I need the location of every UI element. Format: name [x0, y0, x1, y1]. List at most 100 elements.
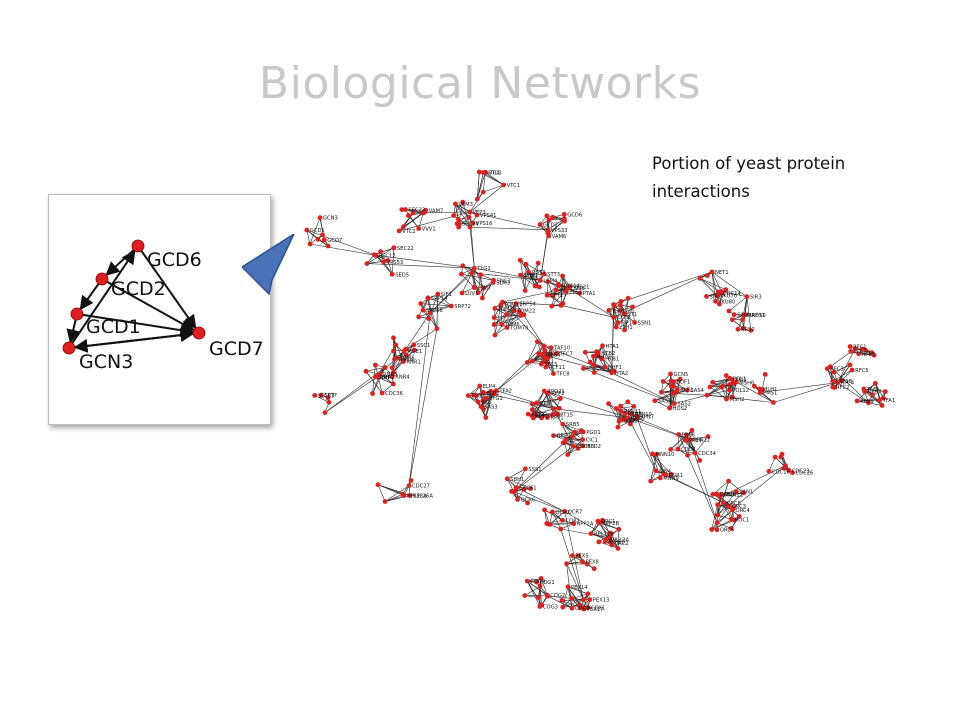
- network-label-tom6: TOM6: [504, 322, 520, 328]
- network-edge-998: [566, 561, 583, 565]
- network-node-0: [501, 182, 507, 188]
- network-label-srp72: SRP72: [454, 304, 471, 310]
- network-node-96: [622, 327, 627, 333]
- network-edge-868: [552, 511, 562, 530]
- network-label-srp54: SRP54: [519, 302, 536, 308]
- network-node-262: [871, 352, 877, 358]
- network-label-rad50: RAD50: [748, 313, 766, 319]
- network-node-364: [715, 512, 721, 518]
- inset-node-gcn3: [62, 341, 76, 355]
- network-node-8: [406, 213, 411, 218]
- network-edge-56: [455, 203, 459, 220]
- network-node-270: [861, 386, 867, 392]
- network-label-rfc1: RFC1: [853, 345, 867, 351]
- network-edge-962: [524, 585, 541, 596]
- network-node-67: [517, 257, 523, 263]
- network-node-370: [766, 468, 772, 474]
- network-node-155: [389, 365, 395, 371]
- network-edge-318: [501, 315, 522, 325]
- network-node-87: [544, 292, 550, 298]
- network-node-202: [600, 343, 605, 349]
- network-edge-54: [455, 203, 470, 218]
- network-label-tom22: TOM22: [516, 309, 535, 315]
- network-node-272: [881, 395, 886, 401]
- network-edge-10: [477, 171, 480, 200]
- network-label-spt7: SPT7: [324, 393, 337, 399]
- network-node-9: [403, 207, 408, 212]
- network-node-308: [531, 415, 536, 421]
- network-node-336: [684, 437, 690, 443]
- network-edge-522: [709, 378, 731, 388]
- network-node-301: [551, 412, 557, 417]
- network-edge-1024: [711, 271, 748, 297]
- network-label-pep3: PEP3: [473, 210, 486, 216]
- network-edge-675: [532, 409, 548, 418]
- network-node-73: [541, 271, 547, 277]
- network-node-132: [426, 316, 432, 321]
- network-node-391: [513, 485, 519, 491]
- network-edge-1059: [637, 417, 691, 440]
- network-edge-68: [549, 218, 565, 221]
- network-edge-467: [673, 381, 688, 391]
- network-label-cdc4: CDC4: [681, 447, 696, 453]
- network-label-mnn9: MNN9: [663, 476, 679, 482]
- network-label-mge1: MGE1: [407, 349, 422, 355]
- network-edge-1021: [560, 305, 614, 318]
- network-edge-843: [384, 493, 403, 502]
- network-label-vps53: VPS53: [387, 260, 404, 266]
- network-label-msh2: MSH2: [730, 397, 745, 403]
- network-label-tfc8: TFC8: [556, 372, 570, 378]
- network-label-orc6: ORC6: [720, 528, 734, 534]
- network-edge-1061: [544, 390, 574, 447]
- network-label-van1: VAN1: [739, 490, 753, 496]
- network-node-299: [534, 400, 540, 406]
- network-node-319: [619, 416, 625, 422]
- network-node-92: [606, 308, 612, 313]
- network-node-396: [550, 509, 555, 515]
- network-edge-289: [423, 305, 452, 311]
- network-label-vps33: VPS33: [551, 228, 568, 234]
- network-edge-892: [602, 520, 610, 534]
- network-edge-383: [365, 371, 383, 394]
- network-edge-79: [547, 220, 565, 234]
- network-edge-474: [654, 400, 670, 409]
- network-node-280: [465, 393, 471, 398]
- network-label-rpp2a: RPP2A: [577, 522, 594, 528]
- network-label-pex17: PEX17: [587, 607, 604, 613]
- network-node-33: [561, 211, 567, 217]
- network-label-rpn10: RPN10: [635, 412, 652, 418]
- network-label-sir2: SIR2: [710, 294, 722, 300]
- inset-node-gcd1: [70, 307, 84, 321]
- network-edge-695: [608, 403, 620, 422]
- network-label-vtc2: VTC2: [402, 229, 415, 235]
- network-edge-550: [830, 366, 834, 388]
- network-label-med2: MED2: [586, 444, 601, 450]
- network-node-268: [854, 398, 860, 404]
- network-edge-26: [408, 212, 424, 216]
- network-node-160: [391, 335, 396, 341]
- network-edge-663: [532, 409, 553, 415]
- network-node-252: [831, 369, 837, 375]
- network-label-elp4: ELP4: [483, 384, 496, 390]
- network-edge-457: [602, 345, 606, 368]
- network-node-395: [558, 526, 564, 532]
- network-node-174: [322, 410, 328, 415]
- inset-label-gcd2: GCD2: [111, 278, 166, 300]
- network-edge-646: [483, 393, 495, 410]
- network-label-srp14: SRP14: [431, 296, 448, 302]
- network-label-pcf11: PCF11: [549, 365, 565, 371]
- network-node-124: [729, 317, 735, 323]
- network-node-195: [530, 358, 535, 364]
- network-node-387: [523, 466, 528, 472]
- network-node-237: [724, 396, 729, 402]
- network-node-43: [315, 236, 321, 242]
- network-node-255: [847, 362, 853, 368]
- network-edge-439: [602, 345, 615, 372]
- network-edge-988: [562, 586, 569, 608]
- network-node-147: [492, 306, 498, 311]
- network-node-293: [530, 401, 535, 407]
- network-label-hoc1: HOC1: [734, 517, 749, 523]
- network-edge-1079: [547, 595, 573, 609]
- network-node-423: [721, 500, 726, 506]
